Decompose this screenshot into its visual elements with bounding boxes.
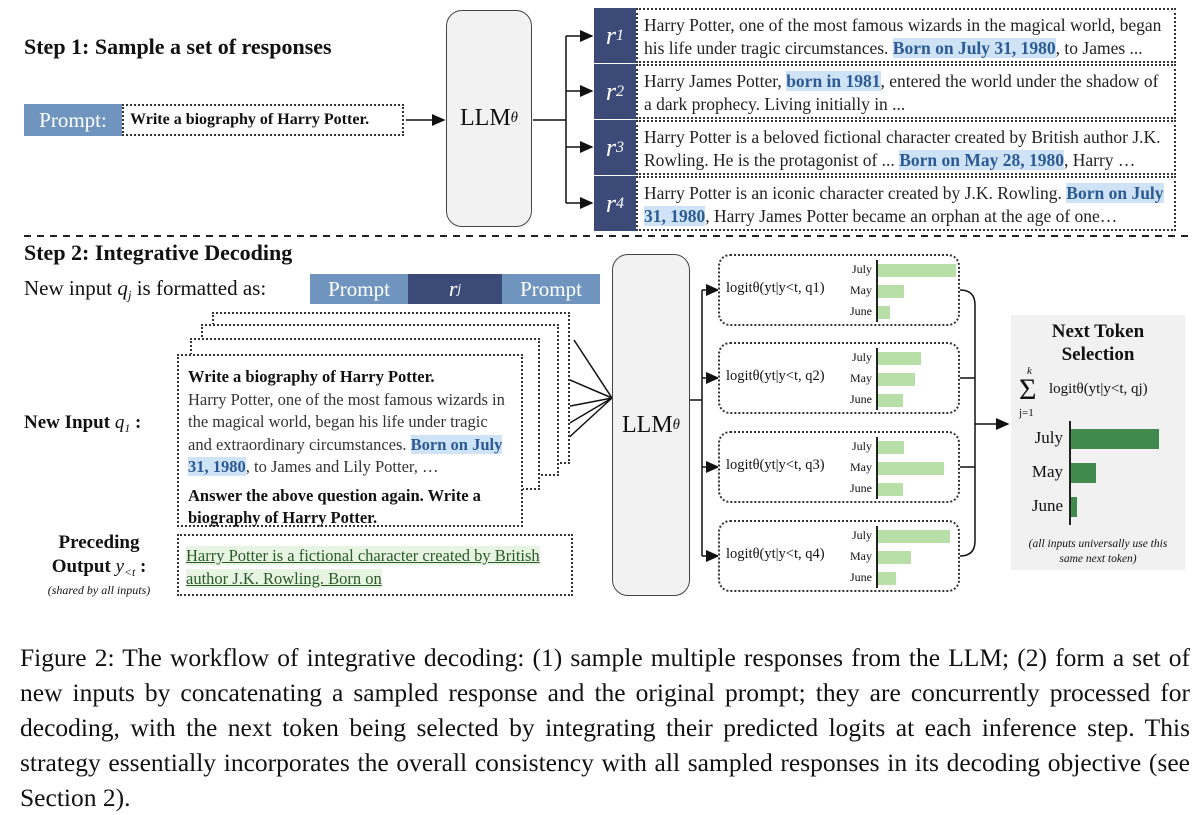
logit-label: logitθ(yt|y<t, q3) bbox=[726, 457, 825, 473]
logit-tick-july: July bbox=[851, 262, 872, 276]
format-prompt-2: Prompt bbox=[502, 274, 600, 304]
logit-tick-may: May bbox=[850, 549, 872, 563]
logit-label: logitθ(yt|y<t, q4) bbox=[726, 546, 825, 562]
badge-label: r bbox=[605, 188, 617, 218]
logit-bar-may bbox=[878, 285, 904, 298]
prompt-text: Write a biography of Harry Potter. bbox=[130, 111, 370, 128]
preceding-note: (shared by all inputs) bbox=[47, 583, 151, 597]
logit-tick-july: July bbox=[851, 439, 872, 453]
logit-bar-june bbox=[878, 394, 903, 407]
input-again: Answer the above question again. Write a… bbox=[188, 485, 481, 528]
badge-sub: 3 bbox=[616, 138, 625, 156]
preceding-output-box: Harry Potter is a fictional character cr… bbox=[177, 534, 573, 596]
response-text-r2: Harry James Potter, born in 1981, entere… bbox=[636, 64, 1176, 119]
badge-sub: 1 bbox=[616, 26, 625, 44]
logit-tick-june: June bbox=[850, 392, 872, 406]
badge-label: r bbox=[605, 76, 617, 106]
logit-tick-may: May bbox=[850, 371, 872, 385]
input-card-q1: Write a biography of Harry Potter. Harry… bbox=[177, 354, 523, 527]
logit-bar-july bbox=[878, 264, 956, 277]
text-span: Harry Potter, one of the most famous wiz… bbox=[188, 389, 505, 454]
prompt-tag: Prompt: bbox=[24, 104, 122, 136]
logit-tick-may: May bbox=[850, 283, 872, 297]
badge-label: r bbox=[605, 20, 617, 50]
logit-bar-june bbox=[878, 483, 903, 496]
next-bar-july bbox=[1071, 429, 1159, 449]
text-span: , Harry James Potter became an orphan at… bbox=[705, 206, 1118, 226]
input-question: Write a biography of Harry Potter. bbox=[188, 367, 435, 386]
text-span: Harry Potter is an iconic character crea… bbox=[644, 183, 1067, 203]
text-span: , entered the world under the shadow of … bbox=[644, 71, 1159, 114]
next-token-title: Next Token Selection bbox=[1051, 321, 1145, 365]
logit-axis bbox=[876, 437, 878, 499]
logit-bar-july bbox=[878, 352, 921, 365]
logit-bar-may bbox=[878, 373, 915, 386]
logit-bar-july bbox=[878, 441, 904, 454]
preceding-output-text: Harry Potter is a fictional character cr… bbox=[186, 546, 540, 588]
logit-bar-june bbox=[878, 306, 890, 319]
text-span: Harry James Potter, bbox=[644, 71, 787, 91]
input-response: Harry Potter, one of the most famous wiz… bbox=[188, 389, 512, 479]
logit-label: logitθ(yt|y<t, q2) bbox=[726, 368, 825, 384]
next-bar-may bbox=[1071, 463, 1096, 483]
new-input-label: New Input q1 : bbox=[24, 412, 142, 436]
logit-tick-july: July bbox=[851, 528, 872, 542]
badge-label: r bbox=[605, 132, 617, 162]
next-token-panel: Next Token Selection k Σ j=1 logitθ(yt|y… bbox=[1011, 315, 1185, 570]
text-span: Harry Potter, one of the most famous wiz… bbox=[644, 15, 1162, 58]
highlight-span: Born on May 28, 1980 bbox=[899, 150, 1064, 170]
sum-expression: k Σ j=1 logitθ(yt|y<t, qj) bbox=[1019, 365, 1148, 419]
response-text-r4: Harry Potter is an iconic character crea… bbox=[636, 176, 1176, 231]
sum-sigma: Σ bbox=[1019, 373, 1037, 406]
highlight-span: Born on July 31, 1980 bbox=[892, 38, 1056, 58]
logit-tick-june: June bbox=[850, 481, 872, 495]
logit-bar-may bbox=[878, 551, 911, 564]
logit-tick-may: May bbox=[850, 460, 872, 474]
logit-bar-june bbox=[878, 572, 896, 585]
logit-axis bbox=[876, 260, 878, 322]
figure-caption: Figure 2: The workflow of integrative de… bbox=[20, 643, 1190, 812]
logit-tick-july: July bbox=[851, 350, 872, 364]
text-span: , to James and Lily Potter, … bbox=[245, 457, 439, 476]
logit-axis bbox=[876, 348, 878, 410]
format-line: New input qj is formatted as: bbox=[24, 276, 267, 303]
text-span: Harry Potter is a beloved fictional char… bbox=[644, 127, 1161, 170]
next-tick-july: July bbox=[1034, 428, 1063, 447]
logit-label: logitθ(yt|y<t, q1) bbox=[726, 280, 825, 296]
preceding-label: Preceding Output y<t : bbox=[51, 532, 147, 580]
highlight-span: born in 1981 bbox=[786, 71, 881, 91]
badge-sub: 2 bbox=[616, 82, 625, 100]
format-prompt-1: Prompt bbox=[310, 274, 408, 304]
step2-title: Step 2: Integrative Decoding bbox=[24, 240, 293, 265]
next-token-note: (all inputs universally use this same ne… bbox=[1028, 538, 1168, 565]
response-text-r3: Harry Potter is a beloved fictional char… bbox=[636, 120, 1176, 175]
logit-tick-june: June bbox=[850, 570, 872, 584]
text-span: , Harry … bbox=[1064, 150, 1136, 170]
logit-tick-june: June bbox=[850, 304, 872, 318]
next-bar-june bbox=[1071, 497, 1077, 517]
next-tick-may: May bbox=[1031, 462, 1063, 481]
response-text-r1: Harry Potter, one of the most famous wiz… bbox=[636, 8, 1176, 63]
logit-bar-july bbox=[878, 530, 950, 543]
logit-bar-may bbox=[878, 462, 944, 475]
prompt-text-box: Write a biography of Harry Potter. bbox=[122, 104, 404, 136]
step1-title: Step 1: Sample a set of responses bbox=[24, 34, 332, 59]
logit-axis bbox=[876, 526, 878, 588]
badge-sub: 4 bbox=[616, 194, 625, 212]
next-tick-june: June bbox=[1031, 496, 1063, 515]
next-token-axis bbox=[1069, 421, 1071, 525]
text-span: , to James ... bbox=[1055, 38, 1143, 58]
